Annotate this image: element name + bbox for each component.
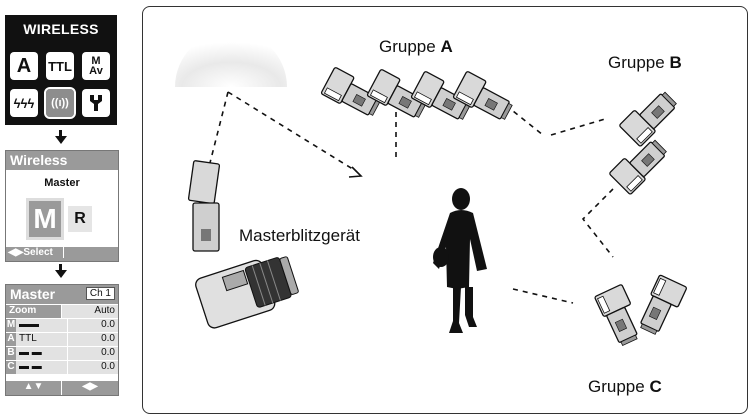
- wireless-setup-diagram: [175, 31, 688, 349]
- zoom-value: Auto: [61, 305, 118, 318]
- master-screen-header: Master Ch 1: [6, 285, 118, 304]
- lens-ring-2: [259, 262, 274, 304]
- group-b-flash-1: [618, 85, 681, 148]
- select-softkey[interactable]: ◀▶Select: [6, 247, 64, 258]
- camera-lens-front: [279, 256, 299, 295]
- remote-mode-button[interactable]: R: [68, 206, 92, 232]
- zoom-row[interactable]: Zoom Auto: [6, 304, 118, 318]
- group-value: 0.0: [67, 333, 118, 346]
- master-flash-sensor: [201, 229, 211, 241]
- wrench-icon[interactable]: [82, 89, 110, 117]
- master-mode-button[interactable]: M: [26, 198, 64, 240]
- wireless-screen-title: Wireless: [6, 151, 118, 170]
- group-a-flashes: [320, 66, 518, 125]
- mode-av-text: Av: [89, 65, 103, 77]
- wireless-menu-panel: WIRELESS A TTL M Av ϟϟϟ ((ı)): [5, 15, 117, 125]
- signal-arrow-icon: [348, 166, 363, 178]
- group-c-prefix: Gruppe: [588, 377, 645, 396]
- master-flash-body: [192, 202, 220, 252]
- group-id: C: [6, 361, 16, 374]
- group-c-letter: C: [649, 377, 662, 396]
- master-flash-head: [187, 160, 221, 205]
- mode-label: Master: [44, 177, 80, 189]
- group-value: 0.0: [67, 361, 118, 374]
- group-a-prefix: Gruppe: [379, 37, 436, 56]
- lens-ring-3: [266, 260, 281, 301]
- group-id: M: [6, 319, 16, 332]
- signal-line-group-b-2: [581, 188, 614, 258]
- subject-silhouette: [433, 188, 487, 333]
- signal-line-to-center: [227, 91, 357, 172]
- wireless-screen-footer: ◀▶Select: [6, 247, 118, 261]
- group-mode: ▬ ▬: [16, 361, 67, 374]
- master-screen: Master Ch 1 Zoom Auto M ▬▬ 0.0 A TTL 0.0…: [5, 284, 119, 396]
- mode-ttl-button[interactable]: TTL: [46, 52, 74, 80]
- wireless-signal-icon[interactable]: ((ı)): [44, 87, 76, 119]
- group-c-flash-2: [635, 274, 688, 339]
- group-mode: ▬ ▬: [16, 347, 67, 360]
- wireless-menu-title: WIRELESS: [23, 21, 99, 37]
- mode-a-button[interactable]: A: [10, 52, 38, 80]
- channel-badge: Ch 1: [85, 287, 115, 300]
- group-b-flashes: [608, 85, 681, 196]
- group-row-b[interactable]: B ▬ ▬ 0.0: [6, 346, 118, 360]
- group-c-flash-1: [593, 283, 646, 349]
- wrench-glyph: [90, 95, 102, 111]
- group-a-label: Gruppe A: [379, 37, 453, 57]
- master-screen-footer: ▲▼ ◀▶: [6, 381, 118, 395]
- light-glow: [175, 31, 287, 87]
- adjust-softkey[interactable]: ◀▶: [82, 381, 98, 392]
- group-b-label: Gruppe B: [608, 53, 682, 73]
- group-mode: TTL: [16, 333, 67, 346]
- master-flash-camera: [187, 160, 299, 329]
- group-id: B: [6, 347, 16, 360]
- arrow-down-head-icon: [55, 136, 67, 144]
- camera-grip: [221, 269, 249, 292]
- group-c-label: Gruppe C: [588, 377, 662, 397]
- diagram-frame: Gruppe A Gruppe B Gruppe C Masterblitzge…: [142, 6, 748, 414]
- wireless-screen: Wireless Master M R ◀▶Select: [5, 150, 119, 262]
- signal-line-group-b-1: [550, 118, 606, 136]
- mode-manual-av-button[interactable]: M Av: [82, 52, 110, 80]
- group-value: 0.0: [67, 319, 118, 332]
- arrow-down-icon: [59, 264, 62, 270]
- group-row-a[interactable]: A TTL 0.0: [6, 332, 118, 346]
- group-row-c[interactable]: C ▬ ▬ 0.0: [6, 360, 118, 374]
- group-mode: ▬▬: [16, 319, 67, 332]
- group-a-letter: A: [440, 37, 453, 56]
- multi-flash-icon[interactable]: ϟϟϟ: [10, 89, 38, 117]
- master-flash-label: Masterblitzgerät: [239, 226, 360, 245]
- scroll-softkey[interactable]: ▲▼: [6, 381, 62, 395]
- group-b-prefix: Gruppe: [608, 53, 665, 72]
- signal-line-group-c: [512, 288, 574, 304]
- group-row-m[interactable]: M ▬▬ 0.0: [6, 318, 118, 332]
- master-screen-title: Master: [10, 286, 56, 302]
- lens-ring-1: [251, 265, 266, 306]
- zoom-label: Zoom: [6, 305, 61, 318]
- mode-m-text: M: [91, 55, 101, 67]
- arrow-down-icon: [59, 130, 62, 136]
- group-c-flashes: [593, 274, 688, 349]
- arrow-down-head-icon: [55, 270, 67, 278]
- group-b-letter: B: [669, 53, 682, 72]
- group-id: A: [6, 333, 16, 346]
- group-value: 0.0: [67, 347, 118, 360]
